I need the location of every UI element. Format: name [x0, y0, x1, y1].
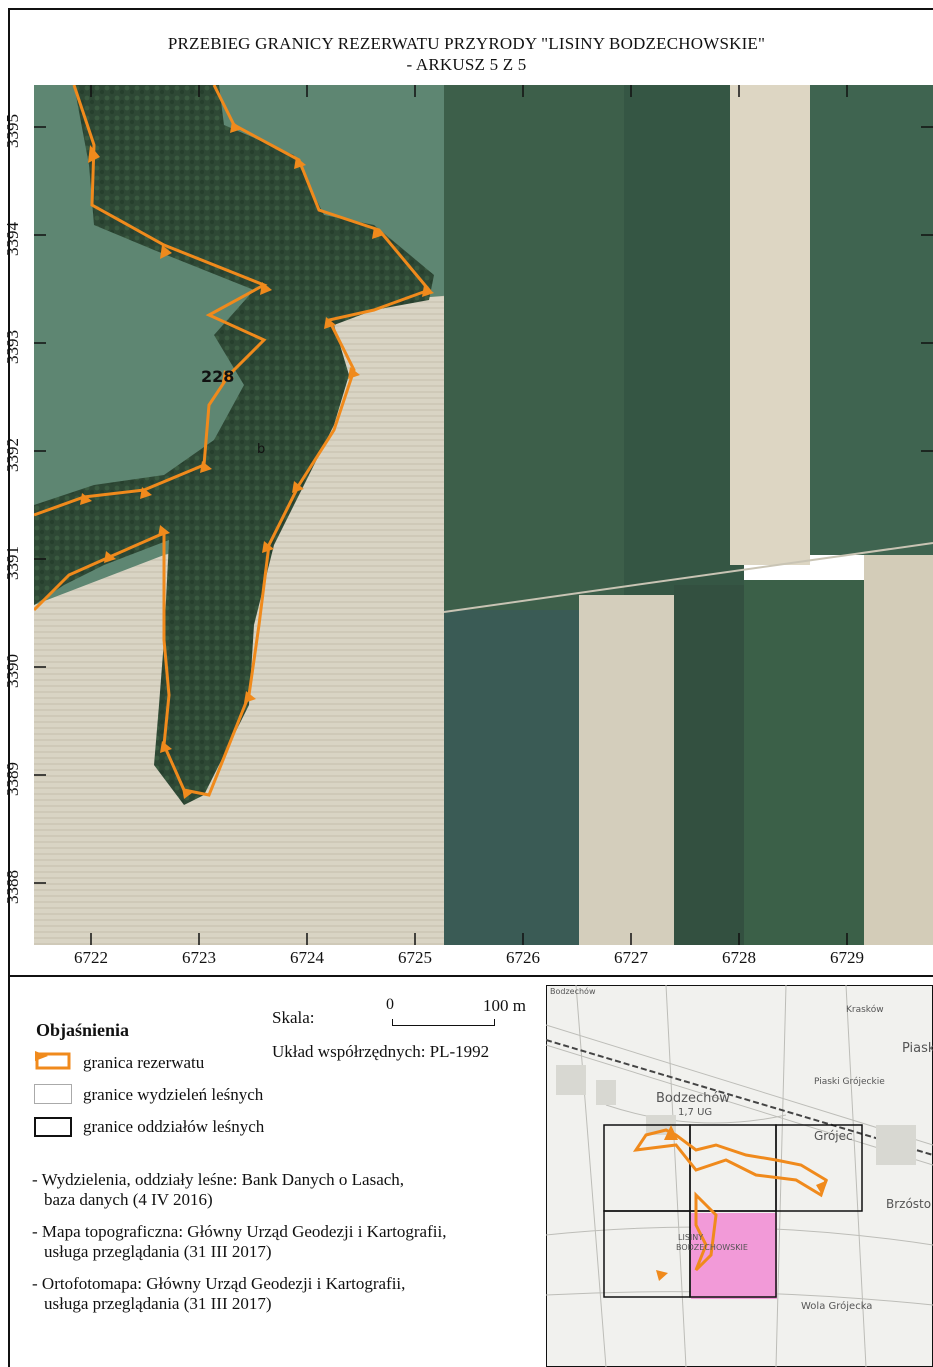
map-title: PRZEBIEG GRANICY REZERWATU PRZYRODY "LIS… [167, 34, 766, 53]
field-track [443, 542, 933, 613]
legend-item-label: granice wydzieleń leśnych [83, 1085, 264, 1104]
forest-area [34, 85, 434, 805]
field-strip-light [730, 85, 810, 565]
y-tick-label: 3395 [3, 114, 22, 148]
field-strip [744, 580, 864, 945]
inset-label: Brzósto [886, 1197, 932, 1211]
inset-label: Krasków [846, 1005, 884, 1015]
y-tick-label: 3390 [3, 654, 22, 688]
source-line: baza danych (4 IV 2016) [44, 1190, 213, 1209]
inset-label: Bodzechów [550, 987, 596, 996]
source-line: usługa przeglądania (31 III 2017) [44, 1242, 272, 1261]
x-tick-label: 6728 [722, 948, 756, 967]
forest-compartment-symbol-icon [34, 1117, 72, 1137]
y-tick-label: 3391 [3, 546, 22, 580]
source-line: - Ortofotomapa: Główny Urząd Geodezji i … [32, 1274, 406, 1293]
map-frame [8, 8, 933, 1367]
x-tick-label: 6723 [182, 948, 216, 967]
scale-label: Skala: [272, 1008, 315, 1027]
source-note: - Wydzielenia, oddziały leśne: Bank Dany… [32, 1170, 404, 1210]
field-strip [810, 85, 933, 555]
field-strip-light [864, 555, 933, 945]
inset-label: BODZECHOWSKIE [676, 1243, 748, 1252]
inset-label: Piask [902, 1041, 933, 1056]
x-tick-label: 6722 [74, 948, 108, 967]
sheet-grid [603, 1124, 863, 1298]
map-grid-ticks [34, 85, 933, 945]
source-line: usługa przeglądania (31 III 2017) [44, 1294, 272, 1313]
x-tick-label: 6726 [506, 948, 540, 967]
y-tick-label: 3388 [3, 870, 22, 904]
legend-item-label: granica rezerwatu [83, 1053, 205, 1072]
field-strip [444, 610, 579, 945]
inset-label: LISINY [678, 1233, 704, 1242]
field-strip [674, 585, 744, 945]
orthophoto-svg [34, 85, 933, 945]
source-line: - Wydzielenia, oddziały leśne: Bank Dany… [32, 1170, 405, 1189]
forest-subdivision-symbol-icon [34, 1084, 72, 1104]
locator-map[interactable]: Bodzechów Krasków Piask Piaski Grójeckie… [546, 985, 933, 1367]
field-strip [624, 85, 744, 610]
locator-map-svg [546, 985, 933, 1367]
y-tick-label: 3392 [3, 438, 22, 472]
y-tick-label: 3389 [3, 762, 22, 796]
x-tick-label: 6729 [830, 948, 864, 967]
section-divider [8, 975, 933, 977]
legend-title: Objaśnienia [36, 1020, 130, 1040]
field-strip-light [579, 595, 674, 945]
map-subtitle: - ARKUSZ 5 Z 5 [406, 55, 527, 74]
reserve-boundary-symbol-icon [35, 1051, 71, 1070]
y-tick-label: 3393 [3, 330, 22, 364]
scale-start: 0 [386, 996, 394, 1013]
source-line: - Mapa topograficzna: Główny Urząd Geode… [32, 1222, 447, 1241]
y-tick-label: 3394 [3, 222, 22, 256]
coordinate-system: Układ współrzędnych: PL-1992 [272, 1042, 490, 1061]
inset-label: Bodzechów [656, 1091, 730, 1106]
current-sheet-highlight [691, 1213, 777, 1299]
scale-end: 100 m [483, 996, 526, 1015]
orthophoto-map[interactable]: 228 b [34, 85, 933, 945]
inset-label: Grójec [814, 1129, 853, 1143]
compartment-label-228: 228 [201, 367, 235, 386]
scale-bar [392, 1019, 495, 1026]
legend-item-label: granice oddziałów leśnych [83, 1117, 265, 1136]
source-note: - Mapa topograficzna: Główny Urząd Geode… [32, 1222, 446, 1262]
x-tick-label: 6725 [398, 948, 432, 967]
x-tick-label: 6724 [290, 948, 324, 967]
source-note: - Ortofotomapa: Główny Urząd Geodezji i … [32, 1274, 405, 1314]
x-tick-label: 6727 [614, 948, 648, 967]
reserve-boundary [34, 85, 434, 799]
inset-label: Wola Grójecka [801, 1301, 873, 1312]
inset-label: Piaski Grójeckie [814, 1077, 885, 1087]
subdivision-label: b [257, 442, 266, 457]
inset-label: 1,7 UG [678, 1107, 713, 1118]
